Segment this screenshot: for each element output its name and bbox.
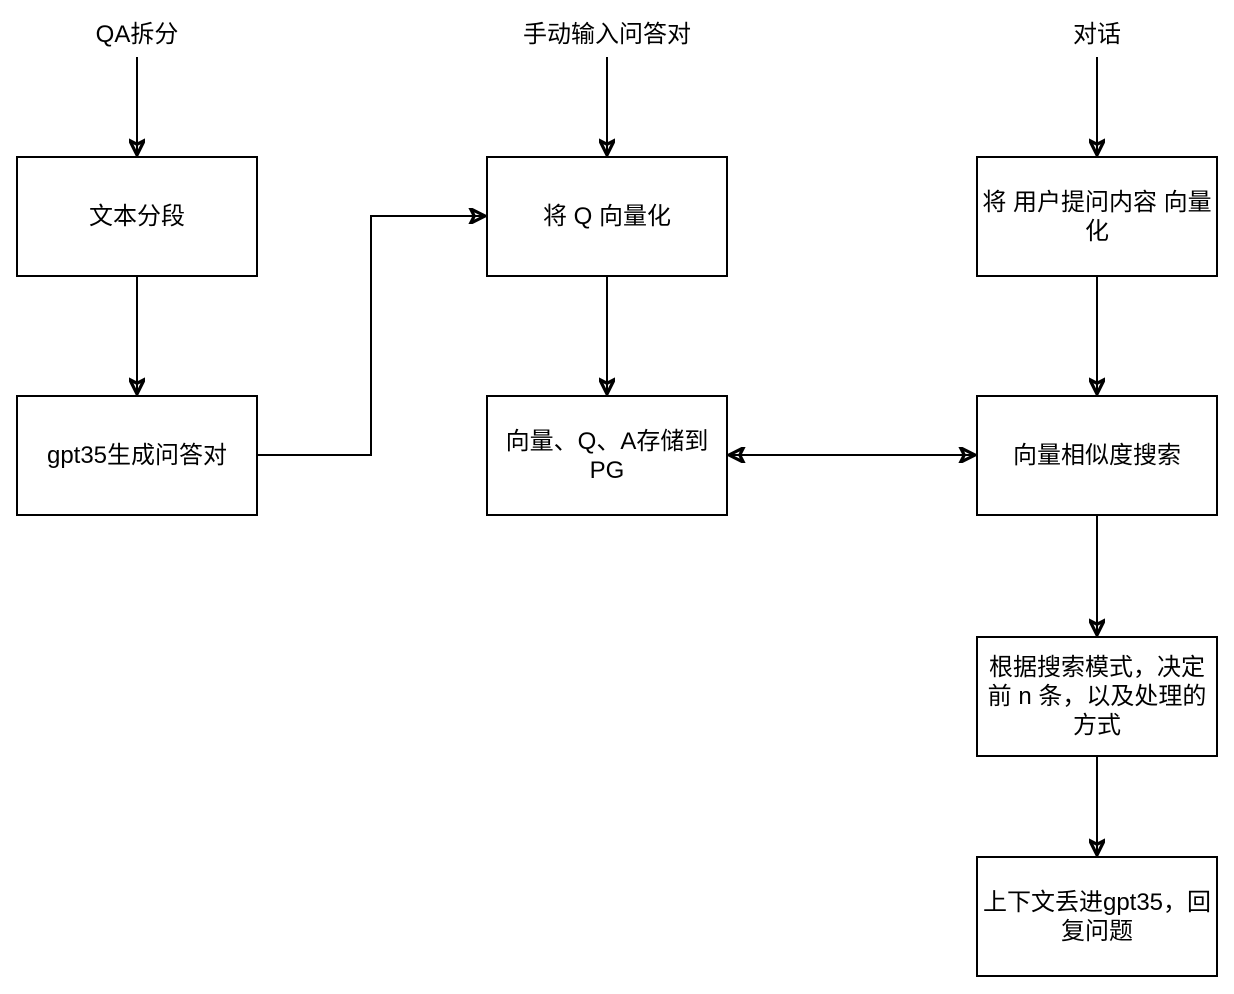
edge-gpt35-to-vectorize-q [258, 216, 485, 456]
node-gpt35-generate-qa: gpt35生成问答对 [16, 395, 258, 516]
node-label-answer-with-gpt35: 上下文丢进gpt35，回 复问题 [982, 888, 1212, 945]
node-label-gpt35-generate-qa: gpt35生成问答对 [46, 442, 228, 469]
lane-label-qa-split: QA拆分 [95, 21, 179, 48]
lane-label-manual-input-qa: 手动输入问答对 [523, 21, 691, 48]
node-vectorize-q: 将 Q 向量化 [486, 156, 728, 277]
node-label-vectorize-q: 将 Q 向量化 [542, 203, 671, 230]
node-store-to-pg: 向量、Q、A存储到 PG [486, 395, 728, 516]
node-vectorize-user-question: 将 用户提问内容 向量 化 [976, 156, 1218, 277]
node-vector-similarity-search: 向量相似度搜索 [976, 395, 1218, 516]
node-label-vector-similarity-search: 向量相似度搜索 [1013, 442, 1181, 469]
node-label-search-mode-decision: 根据搜索模式，决定 前 n 条，以及处理的 方式 [987, 654, 1207, 739]
node-search-mode-decision: 根据搜索模式，决定 前 n 条，以及处理的 方式 [976, 636, 1218, 757]
node-text-segmentation: 文本分段 [16, 156, 258, 277]
node-label-text-segmentation: 文本分段 [89, 203, 185, 230]
lane-label-chat: 对话 [1073, 21, 1121, 48]
node-answer-with-gpt35: 上下文丢进gpt35，回 复问题 [976, 856, 1218, 977]
node-label-vectorize-user-question: 将 用户提问内容 向量 化 [982, 188, 1212, 245]
node-label-store-to-pg: 向量、Q、A存储到 PG [505, 427, 709, 484]
